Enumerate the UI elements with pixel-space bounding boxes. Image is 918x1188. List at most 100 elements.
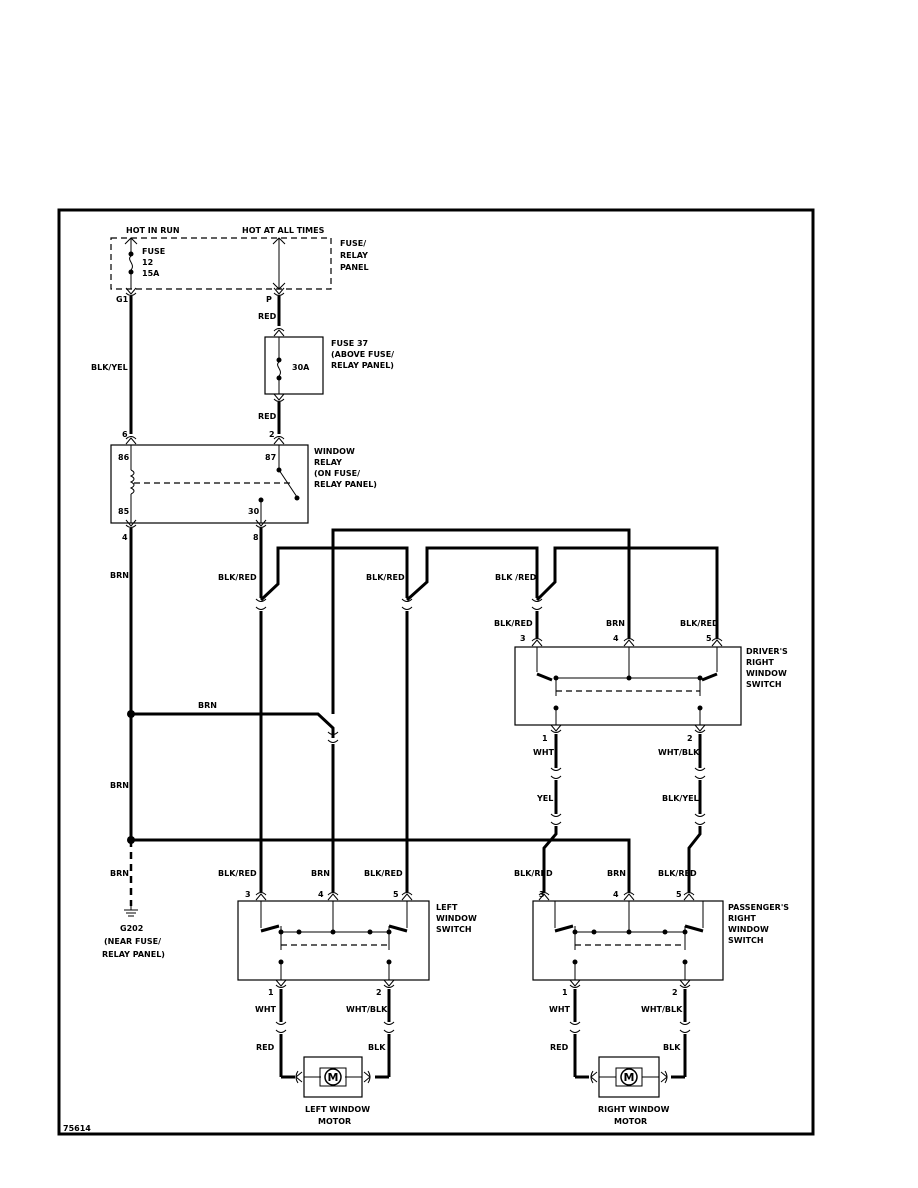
lws-pin-1: 1 <box>268 988 274 997</box>
relay-term-86: 86 <box>118 453 130 462</box>
wire-label-brn-3: BRN <box>110 869 129 878</box>
wire-label-brn-5: BRN <box>606 619 625 628</box>
feed-wire-left: BLK/YEL <box>91 296 133 434</box>
relay-pin-8: 8 <box>253 533 259 542</box>
lws-pin-2: 2 <box>376 988 382 997</box>
fuse-relay-panel-label-2: RELAY <box>340 251 368 260</box>
right-motor-label-1: RIGHT WINDOW <box>598 1105 670 1114</box>
drivers-right-window-switch: 3 4 5 DRIVER'S RIGHT WINDOW SWITCH 1 2 <box>514 634 788 892</box>
drs-wire-wht-blk: WHT/BLK <box>658 748 700 757</box>
relay-pin-2: 2 <box>269 430 275 439</box>
lws-label-3: SWITCH <box>436 925 472 934</box>
hot-in-run-label: HOT IN RUN <box>126 226 180 235</box>
prs-pin-5: 5 <box>676 890 682 899</box>
left-motor-label-2: MOTOR <box>318 1117 351 1126</box>
drs-label-4: SWITCH <box>746 680 782 689</box>
hot-at-all-times-label: HOT AT ALL TIMES <box>242 226 325 235</box>
ground-label-2: (NEAR FUSE/ <box>104 937 161 946</box>
ground-label-3: RELAY PANEL) <box>102 950 165 959</box>
left-window-switch: BLK/RED BRN BLK/RED 3 4 5 LEFT WINDOW SW… <box>218 869 477 1077</box>
lws-label-1: LEFT <box>436 903 458 912</box>
fuse-relay-panel-label-3: PANEL <box>340 263 369 272</box>
relay-pin-4: 4 <box>122 533 128 542</box>
lws-label-2: WINDOW <box>436 914 477 923</box>
prs-label-4: SWITCH <box>728 936 764 945</box>
wire-label-brn-1: BRN <box>110 571 129 580</box>
drs-label-2: RIGHT <box>746 658 774 667</box>
fuse-37: RED 30A FUSE 37 (ABOVE FUSE/ RELAY PANEL… <box>258 296 394 434</box>
lws-top-wire-2: BRN <box>311 869 330 878</box>
fuse12-label-1: FUSE <box>142 247 165 256</box>
drs-wire-blk-yel: BLK/YEL <box>662 794 699 803</box>
fuse37-label-1: FUSE 37 <box>331 339 368 348</box>
fuse37-label-2: (ABOVE FUSE/ <box>331 350 394 359</box>
wire-label-blk-red-3: BLK /RED <box>495 573 537 582</box>
drs-wire-yel: YEL <box>536 794 553 803</box>
drs-label-3: WINDOW <box>746 669 787 678</box>
wire-label-blk-red-1: BLK/RED <box>218 573 257 582</box>
relay-term-87: 87 <box>265 453 276 462</box>
fuse12-label-2: 12 <box>142 258 153 267</box>
relay-label-3: (ON FUSE/ <box>314 469 360 478</box>
prs-wire-wht: WHT <box>549 1005 571 1014</box>
pin-g1: G1 <box>116 295 129 304</box>
prs-label-2: RIGHT <box>728 914 756 923</box>
relay-label-4: RELAY PANEL) <box>314 480 377 489</box>
window-relay: 6 2 86 87 85 30 WINDOW RELAY (ON FUSE/ R… <box>110 430 377 542</box>
prs-label-1: PASSENGER'S <box>728 903 789 912</box>
fuse37-label-3: RELAY PANEL) <box>331 361 394 370</box>
lws-top-wire-1: BLK/RED <box>218 869 257 878</box>
wire-label-brn-2: BRN <box>110 781 129 790</box>
lws-pin-4: 4 <box>318 890 324 899</box>
diagram-frame <box>57 208 815 1136</box>
right-window-motor: M RIGHT WINDOW MOTOR <box>575 1056 685 1126</box>
pin-p: P <box>266 295 272 304</box>
drs-pin-1: 1 <box>542 734 548 743</box>
drs-label-1: DRIVER'S <box>746 647 788 656</box>
relay-label-1: WINDOW <box>314 447 355 456</box>
prs-wire-blk: BLK <box>663 1043 681 1052</box>
lws-pin-5: 5 <box>393 890 399 899</box>
relay-term-30: 30 <box>248 507 260 516</box>
lws-wire-wht-blk: WHT/BLK <box>346 1005 388 1014</box>
relay-label-2: RELAY <box>314 458 342 467</box>
prs-top-wire-2: BRN <box>607 869 626 878</box>
prs-pin-1: 1 <box>562 988 568 997</box>
drs-pin-2: 2 <box>687 734 693 743</box>
drs-pin-3: 3 <box>520 634 526 643</box>
wire-label-red-1: RED <box>258 312 277 321</box>
prs-pin-3: 3 <box>539 890 545 899</box>
wire-label-blk-yel: BLK/YEL <box>91 363 128 372</box>
drs-wire-wht: WHT <box>533 748 555 757</box>
right-motor-symbol: M <box>624 1071 635 1084</box>
prs-wire-wht-blk: WHT/BLK <box>641 1005 683 1014</box>
right-motor-label-2: MOTOR <box>614 1117 647 1126</box>
wire-label-red-2: RED <box>258 412 277 421</box>
brn-ground-bus: BRN BRN BRN G202 (NEAR FUSE/ RELAY PANEL… <box>102 528 631 959</box>
prs-top-wire-3: BLK/RED <box>658 869 697 878</box>
drs-pin-5: 5 <box>706 634 712 643</box>
left-motor-label-1: LEFT WINDOW <box>305 1105 370 1114</box>
prs-pin-2: 2 <box>672 988 678 997</box>
lws-top-wire-3: BLK/RED <box>364 869 403 878</box>
fuse-relay-panel-label-1: FUSE/ <box>340 239 366 248</box>
relay-pin-6: 6 <box>122 430 128 439</box>
lws-wire-blk: BLK <box>368 1043 386 1052</box>
left-window-motor: M LEFT WINDOW MOTOR <box>281 1056 389 1126</box>
lws-wire-red: RED <box>256 1043 275 1052</box>
lws-pin-3: 3 <box>245 890 251 899</box>
passengers-right-window-switch: BLK/RED BRN BLK/RED 3 4 5 PASSENGER'S RI… <box>514 869 789 1077</box>
wire-label-blk-red-5: BLK/RED <box>680 619 719 628</box>
prs-label-3: WINDOW <box>728 925 769 934</box>
wire-label-blk-red-4: BLK/RED <box>494 619 533 628</box>
prs-top-wire-1: BLK/RED <box>514 869 553 878</box>
fuse12-label-3: 15A <box>142 269 160 278</box>
prs-wire-red: RED <box>550 1043 569 1052</box>
fuse-relay-panel: HOT IN RUN HOT AT ALL TIMES FUSE/ RELAY … <box>110 226 369 304</box>
relay-term-85: 85 <box>118 507 130 516</box>
fuse37-rating: 30A <box>292 363 310 372</box>
wire-label-blk-red-2: BLK/RED <box>366 573 405 582</box>
wire-label-brn-4: BRN <box>198 701 217 710</box>
drs-pin-4: 4 <box>613 634 619 643</box>
